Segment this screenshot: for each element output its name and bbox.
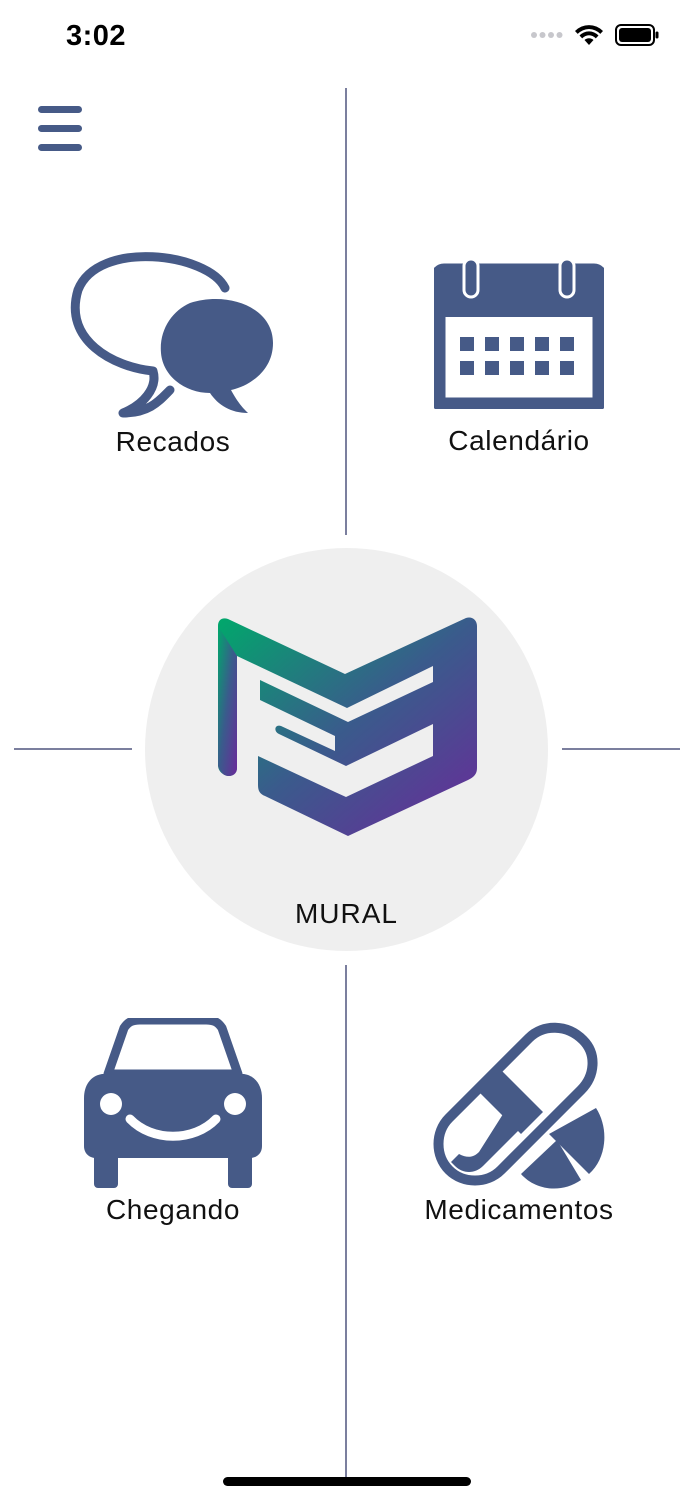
- car-icon: [84, 1018, 262, 1188]
- divider-horizontal-left: [14, 748, 132, 750]
- hamburger-menu-icon: [38, 106, 82, 151]
- status-time: 3:02: [66, 20, 127, 52]
- divider-vertical-top: [345, 88, 347, 535]
- wifi-icon: [575, 25, 603, 45]
- tile-calendario[interactable]: Calendário: [369, 257, 669, 457]
- divider-horizontal-right: [562, 748, 680, 750]
- tile-medicamentos[interactable]: Medicamentos: [369, 1018, 669, 1226]
- divider-vertical-bottom: [345, 965, 347, 1478]
- fs-logo: [218, 617, 477, 836]
- calendar-icon: [434, 257, 604, 409]
- status-icons: [531, 24, 659, 46]
- tile-recados[interactable]: Recados: [23, 245, 323, 458]
- mural-button[interactable]: MURAL: [145, 548, 548, 951]
- mural-label: MURAL: [294, 898, 398, 929]
- status-bar: 3:02: [0, 0, 693, 80]
- tile-label-calendario: Calendário: [448, 425, 590, 456]
- tile-label-chegando: Chegando: [105, 1194, 241, 1225]
- battery-icon: [615, 24, 659, 46]
- signal-dots-icon: [531, 32, 563, 38]
- pill-icon: [433, 1022, 605, 1189]
- tile-label-medicamentos: Medicamentos: [424, 1194, 614, 1225]
- chat-bubbles-icon: [70, 252, 273, 418]
- tile-label-recados: Recados: [115, 426, 231, 457]
- tile-chegando[interactable]: Chegando: [23, 1018, 323, 1226]
- home-indicator[interactable]: [223, 1477, 471, 1486]
- menu-button[interactable]: [36, 104, 84, 156]
